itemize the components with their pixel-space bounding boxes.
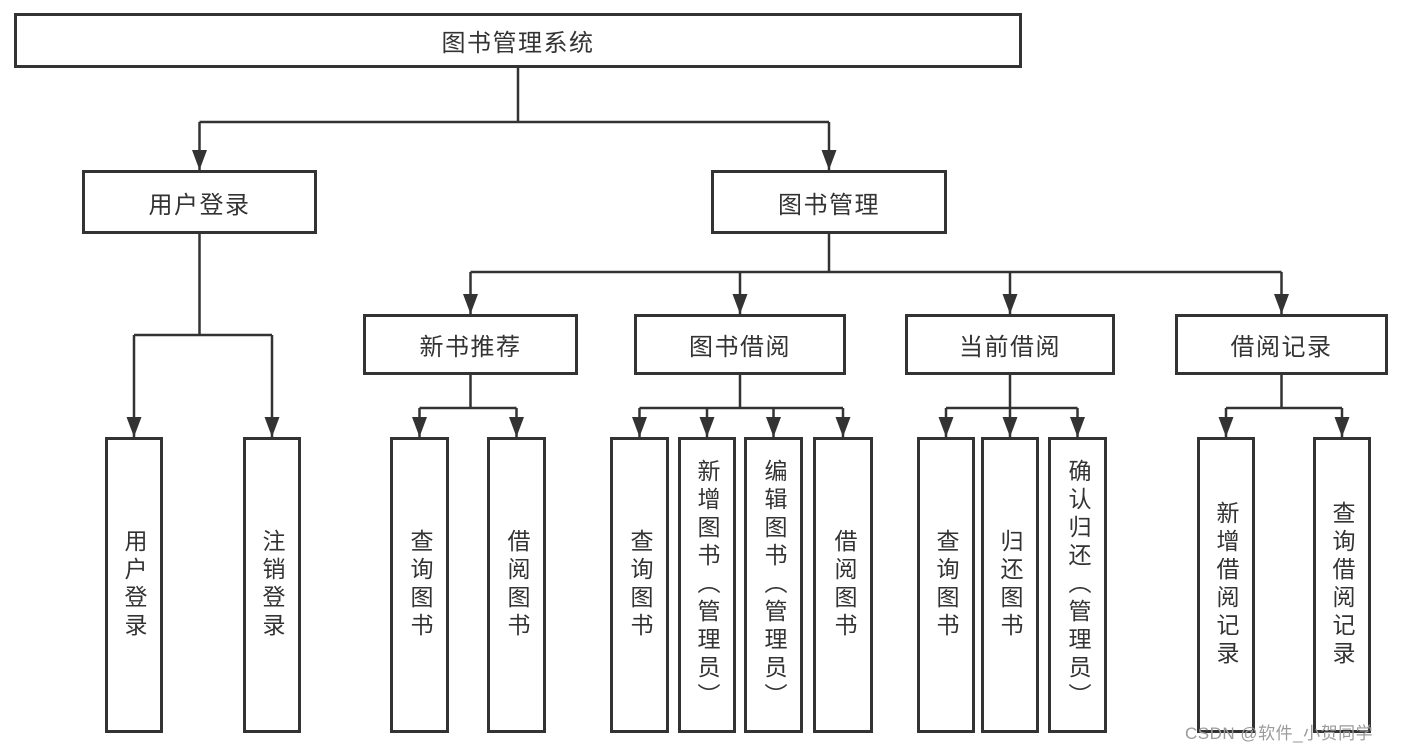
leaf-user-login: 用户登录 xyxy=(105,437,163,733)
leaf-br-query-record: 查询借阅记录 xyxy=(1313,437,1371,733)
csdn-watermark: CSDN @软件_小贺同学 xyxy=(1185,724,1374,743)
node-borrowing-records: 借阅记录 xyxy=(1175,314,1388,375)
leaf-cb-query-books: 查询图书 xyxy=(917,437,975,733)
leaf-br-add-record: 新增借阅记录 xyxy=(1197,437,1255,733)
node-user-login: 用户登录 xyxy=(82,170,317,234)
leaf-logout: 注销登录 xyxy=(243,437,301,733)
node-book-borrowing: 图书借阅 xyxy=(634,314,846,375)
leaf-nb-borrow-books: 借阅图书 xyxy=(487,437,546,733)
leaf-cb-return-books: 归还图书 xyxy=(981,437,1039,733)
leaf-nb-query-books: 查询图书 xyxy=(390,437,449,733)
node-book-management: 图书管理 xyxy=(711,170,947,234)
node-root-library-system: 图书管理系统 xyxy=(14,13,1022,68)
leaf-cb-confirm-return-admin: 确认归还（管理员） xyxy=(1048,437,1107,733)
node-new-book-recommend: 新书推荐 xyxy=(363,314,578,375)
leaf-bb-query-books: 查询图书 xyxy=(610,437,669,733)
leaf-bb-edit-books-admin: 编辑图书（管理员） xyxy=(744,437,803,733)
leaf-bb-add-books-admin: 新增图书（管理员） xyxy=(678,437,736,733)
node-current-borrowing: 当前借阅 xyxy=(905,314,1115,375)
leaf-bb-borrow-books: 借阅图书 xyxy=(813,437,873,733)
